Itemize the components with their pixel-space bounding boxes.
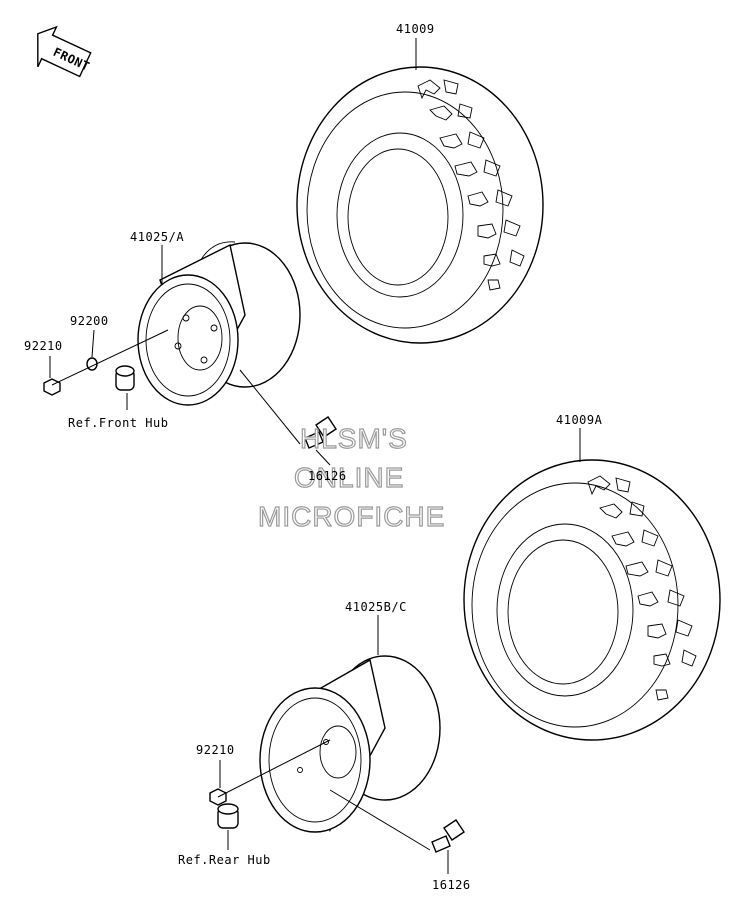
- watermark: HLSM'S ONLINE MICROFICHE: [257, 422, 445, 532]
- rear-rim: [259, 655, 441, 833]
- label-valve-rear: 16126: [432, 878, 471, 892]
- label-tire-front: 41009: [396, 22, 435, 36]
- front-arrow-icon: FRONT: [37, 25, 92, 78]
- rear-tire: [463, 459, 721, 741]
- watermark-line2: ONLINE: [294, 462, 404, 493]
- label-tire-rear: 41009A: [556, 413, 603, 427]
- watermark-line1: HLSM'S: [300, 423, 408, 454]
- watermark-line3: MICROFICHE: [258, 501, 445, 532]
- rear-collar: [217, 803, 239, 829]
- front-collar: [115, 365, 135, 391]
- label-ref-rear-hub: Ref.Rear Hub: [178, 853, 271, 867]
- label-valve-front: 16126: [308, 469, 347, 483]
- front-nut: [43, 378, 61, 396]
- leader-lines: [49, 38, 581, 874]
- label-nut-rear: 92210: [196, 743, 235, 757]
- front-tire: [296, 66, 544, 344]
- label-washer: 92200: [70, 314, 109, 328]
- label-nut-front: 92210: [24, 339, 63, 353]
- rear-valve: [431, 819, 465, 853]
- label-rim-rear: 41025B/C: [345, 600, 407, 614]
- label-rim-front: 41025/A: [130, 230, 184, 244]
- front-valve: [304, 416, 337, 449]
- front-rim: [137, 241, 301, 406]
- label-ref-front-hub: Ref.Front Hub: [68, 416, 168, 430]
